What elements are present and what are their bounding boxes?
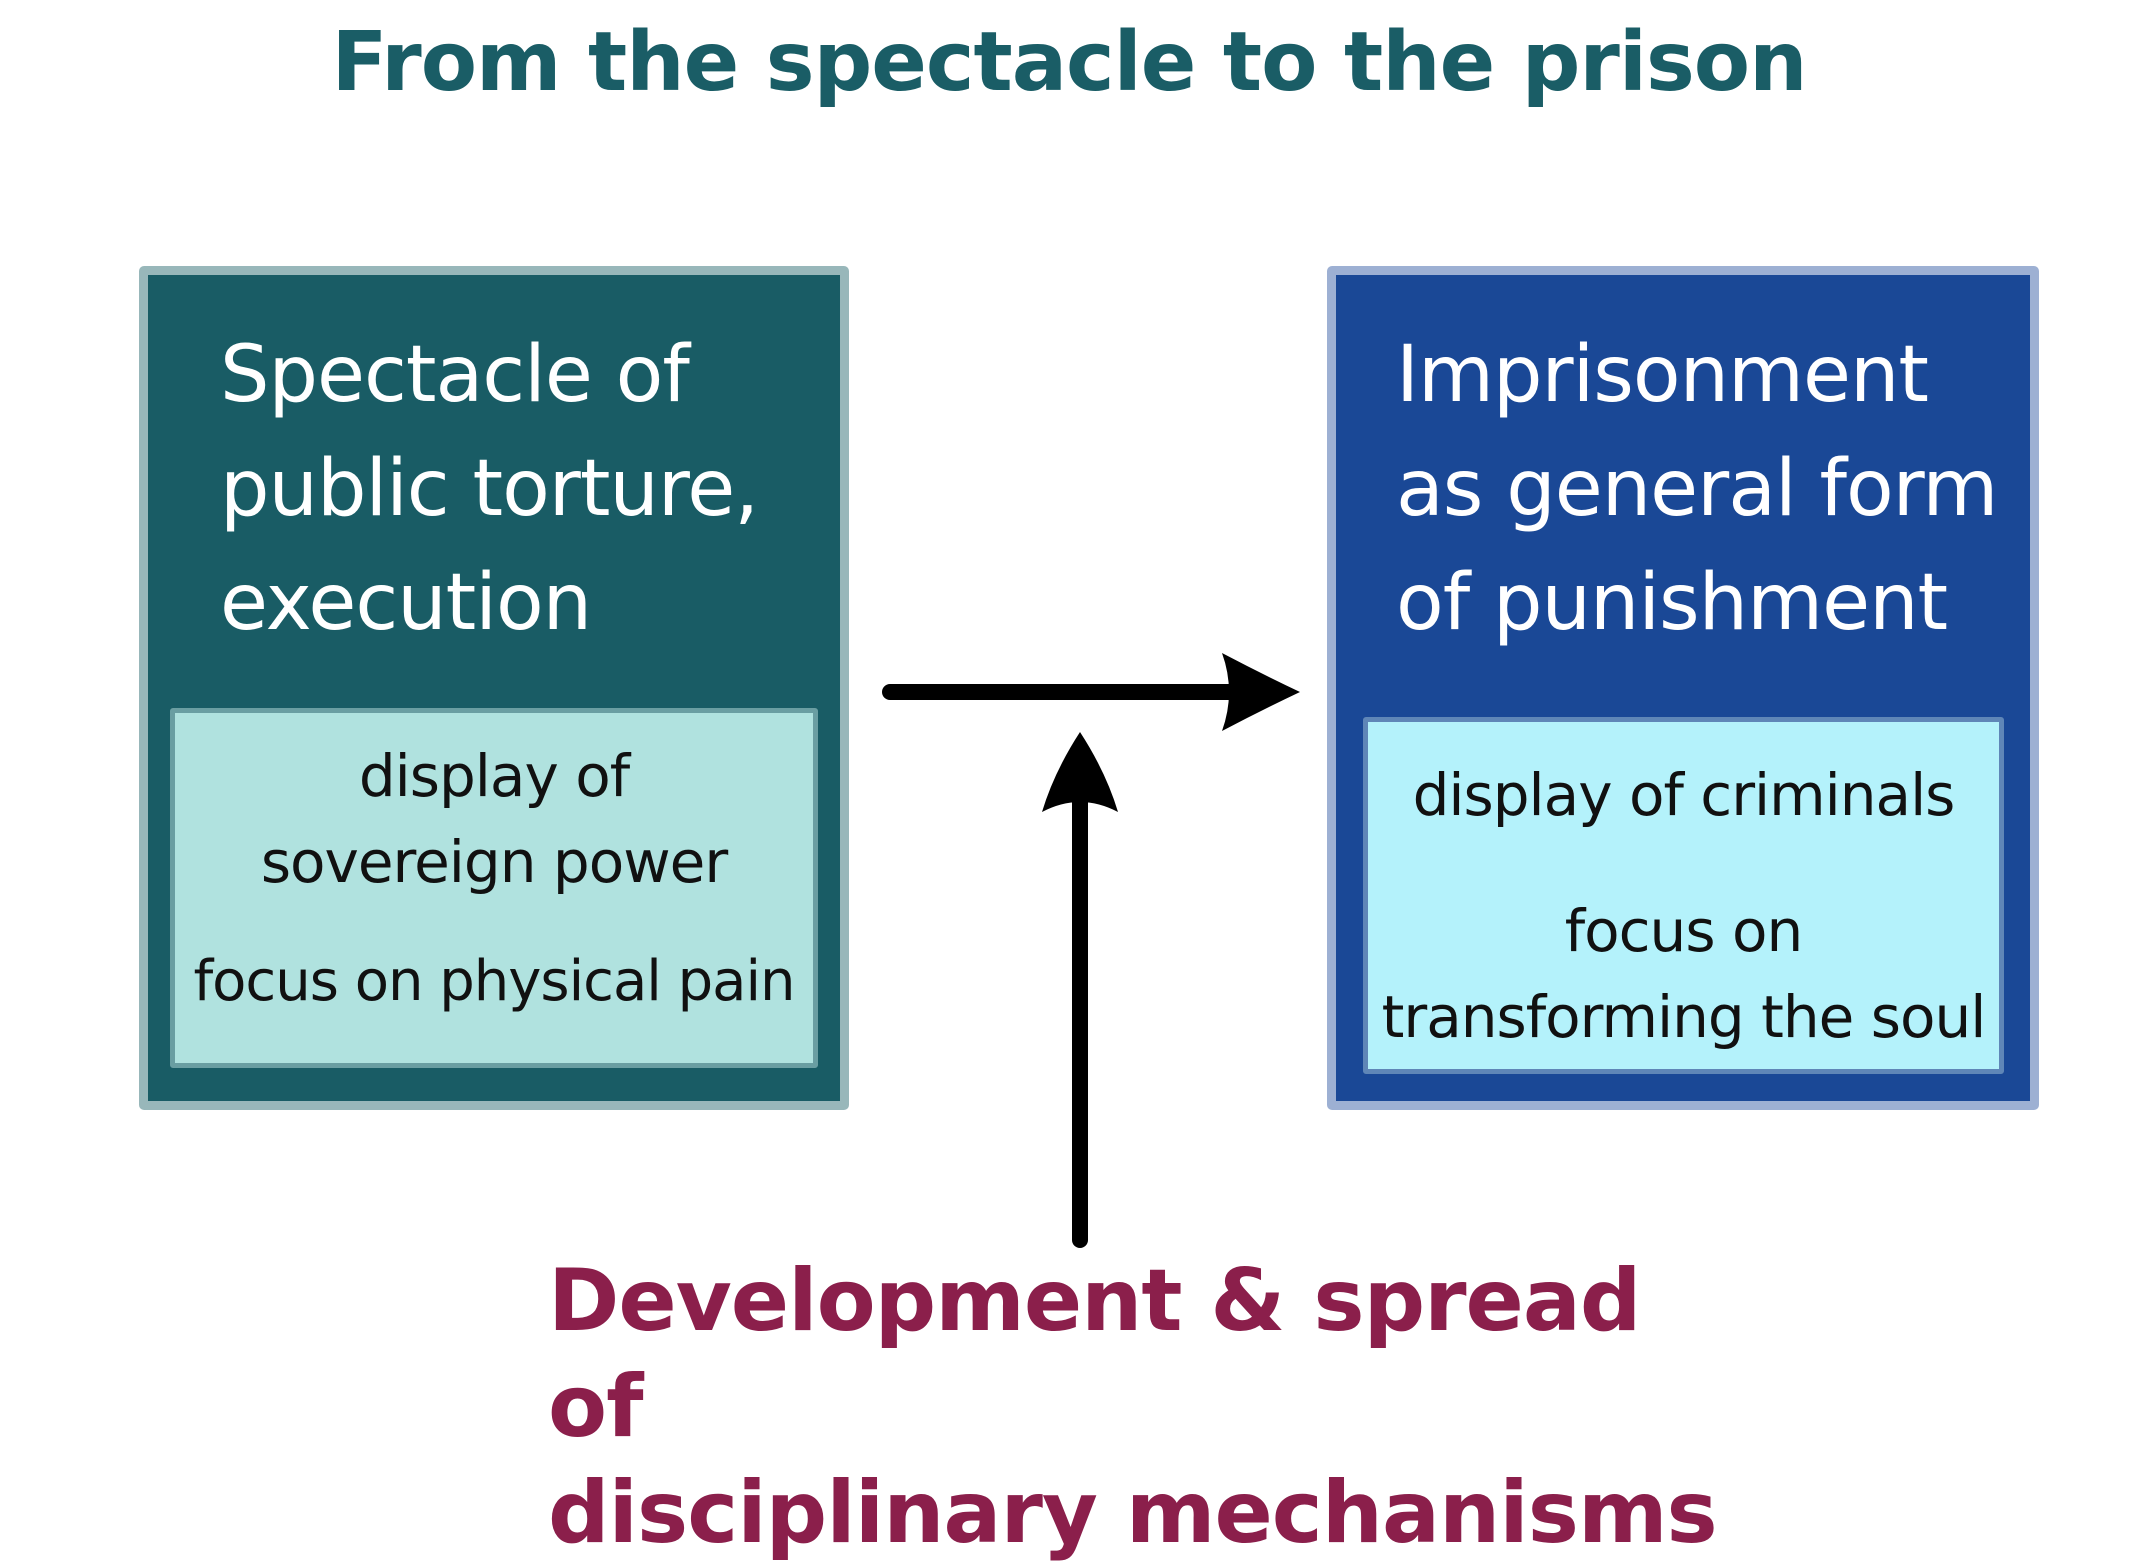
arrows-layer [882,653,1300,1248]
spectacle-panel: Spectacle of public torture, execution d… [139,266,849,1110]
spectacle-details-box: display of sovereign power focus on phys… [170,708,818,1068]
physical-pain-point: focus on physical pain [193,949,795,1014]
sovereign-power-point: display of sovereign power [260,742,728,896]
spectacle-heading: Spectacle of public torture, execution [220,330,759,648]
imprisonment-heading: Imprisonment as general form of punishme… [1396,330,1998,648]
development-arrow [1042,732,1118,1248]
transforming-soul-point: focus on transforming the soul [1381,897,1987,1051]
diagram-title: From the spectacle to the prison [331,15,1808,110]
transition-arrow [882,653,1300,731]
imprisonment-panel: Imprisonment as general form of punishme… [1327,266,2039,1110]
disciplinary-mechanisms-label: Development & spread of disciplinary mec… [548,1251,1718,1563]
imprisonment-details-box: display of criminals focus on transformi… [1363,717,2004,1074]
display-criminals-point: display of criminals [1412,761,1956,829]
